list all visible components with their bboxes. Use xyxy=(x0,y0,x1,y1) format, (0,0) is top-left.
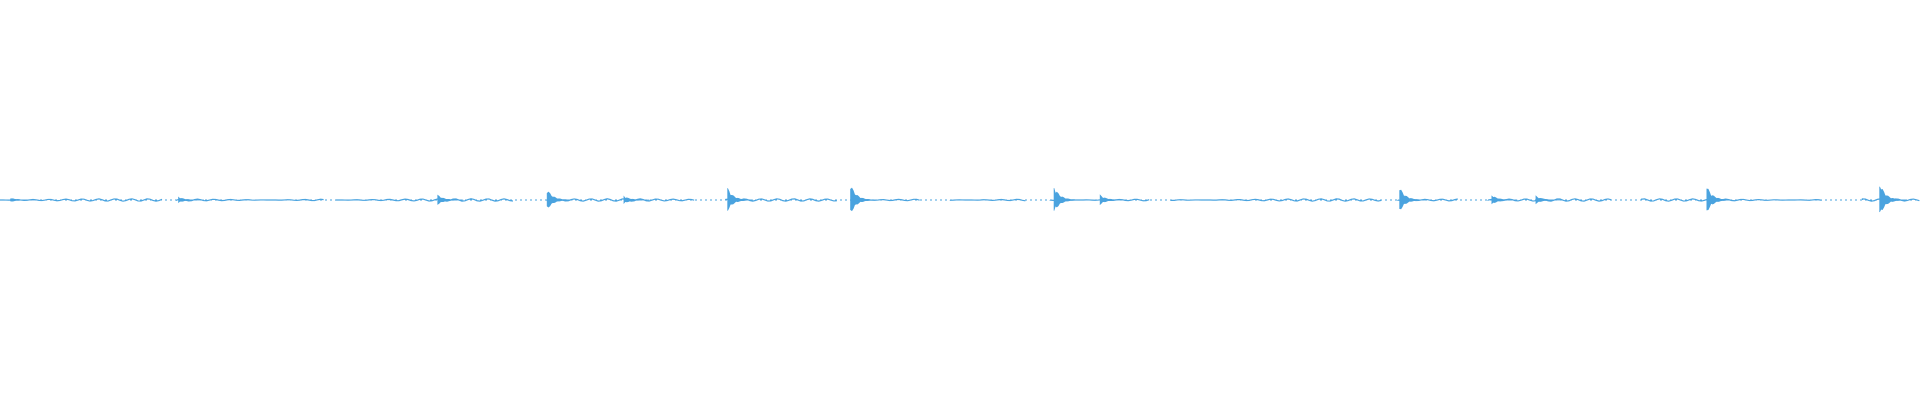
waveform-peak xyxy=(1053,188,1080,211)
waveform-segment xyxy=(176,198,324,202)
waveform-segment xyxy=(335,198,514,202)
waveform-peak xyxy=(1399,189,1426,210)
waveform-peak xyxy=(850,187,876,212)
waveform-peak xyxy=(1879,186,1906,213)
waveform-peak xyxy=(1535,195,1562,205)
waveform-peak xyxy=(546,191,573,208)
waveform-segment xyxy=(1170,198,1382,202)
waveform-segment xyxy=(949,198,1026,202)
waveform-peaks xyxy=(10,186,1906,213)
waveform-peak xyxy=(1491,195,1518,205)
waveform-peak xyxy=(1099,194,1126,206)
waveform-peak xyxy=(178,196,204,204)
waveform-peak xyxy=(1706,188,1733,211)
waveform-peak xyxy=(623,195,650,205)
waveform-peak xyxy=(437,194,464,205)
waveform-peak xyxy=(727,188,754,211)
waveform-peak xyxy=(10,198,36,202)
